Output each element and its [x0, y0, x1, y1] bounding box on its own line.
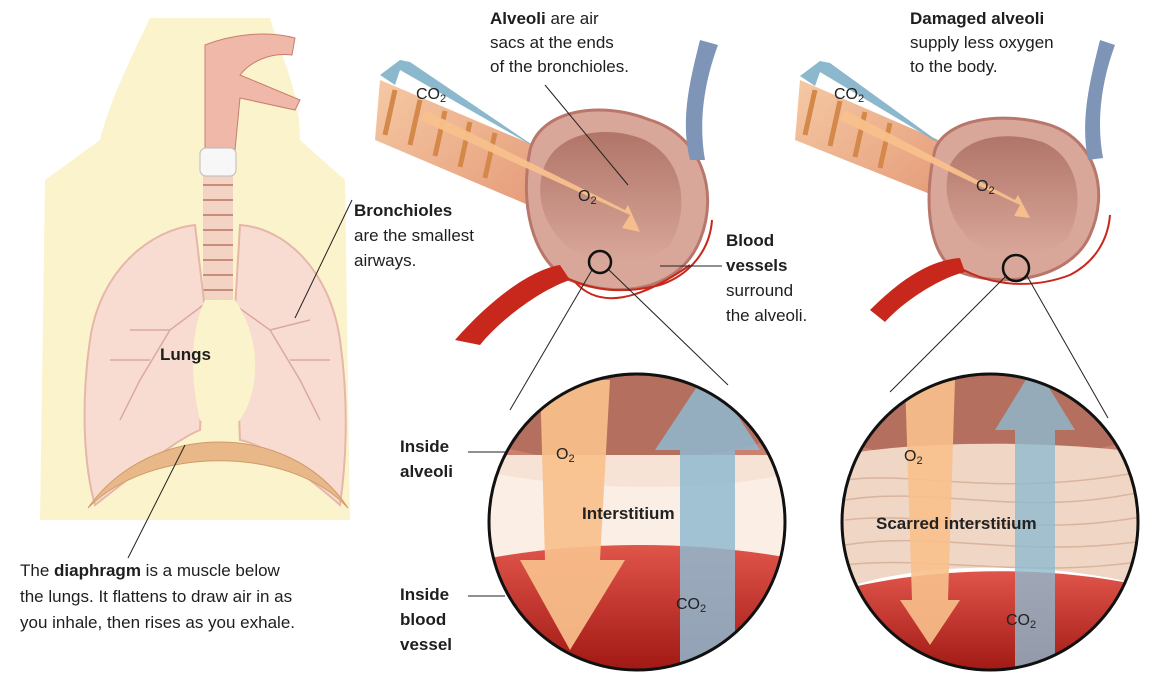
inside-blood-line2: blood — [400, 609, 452, 631]
damaged-caption-line2: supply less oxygen — [910, 32, 1054, 54]
damaged-zoom-co2-text: CO — [1006, 612, 1030, 629]
diaphragm-caption: The diaphragm is a muscle below the lung… — [20, 560, 295, 626]
damaged-caption-bold: Damaged alveoli — [910, 8, 1054, 30]
diaphragm-caption-bold: diaphragm — [54, 561, 141, 580]
diaphragm-caption-rest: is a muscle below — [141, 561, 280, 580]
damaged-zoom-o2-label: O2 — [904, 448, 923, 467]
damaged-co2-text: CO — [834, 86, 858, 103]
lungs-label: Lungs — [160, 344, 211, 366]
diaphragm-caption-line3: you inhale, then rises as you exhale. — [20, 612, 295, 634]
larynx — [200, 148, 236, 176]
blood-vessels-caption-line2: vessels — [726, 255, 807, 277]
lungs-anatomy — [40, 18, 352, 558]
damaged-zoom-co2-subscript: 2 — [1030, 619, 1036, 631]
healthy-o2-text: O — [578, 188, 590, 205]
blood-vessels-caption-line1: Blood — [726, 230, 807, 252]
healthy-co2-text: CO — [416, 86, 440, 103]
alveoli-caption-bold: Alveoli — [490, 9, 546, 28]
alveoli-caption: Alveoli are air sacs at the ends of the … — [490, 8, 629, 74]
damaged-caption-line3: to the body. — [910, 56, 1054, 78]
inside-alveoli-line2: alveoli — [400, 461, 453, 483]
inside-blood-line3: vessel — [400, 634, 452, 656]
healthy-zoom-line-right — [609, 270, 728, 385]
bronchioles-caption-line2: are the smallest — [354, 225, 474, 247]
damaged-caption: Damaged alveoli supply less oxygen to th… — [910, 8, 1054, 74]
damaged-blood-vessel-blue — [1085, 40, 1115, 160]
inside-blood-line1: Inside — [400, 584, 452, 606]
zoom-o2-label: O2 — [556, 446, 575, 465]
diaphragm-caption-line2: the lungs. It flattens to draw air in as — [20, 586, 295, 608]
inside-alveoli-label: Inside alveoli — [400, 436, 453, 480]
damaged-blood-vessel-red — [870, 258, 965, 322]
zoom-co2-text: CO — [676, 596, 700, 613]
healthy-co2-label: CO2 — [416, 86, 446, 105]
damaged-co2-subscript: 2 — [858, 93, 864, 105]
interstitium-label: Interstitium — [582, 504, 675, 524]
healthy-blood-vessel-red — [455, 265, 570, 345]
diaphragm-caption-line1: The diaphragm is a muscle below — [20, 560, 295, 582]
alveoli-caption-line1: Alveoli are air — [490, 8, 629, 30]
bronchioles-caption-line3: airways. — [354, 250, 474, 272]
zoom-co2-label: CO2 — [676, 596, 706, 615]
blood-vessels-caption-line3: surround — [726, 280, 807, 302]
alveoli-caption-rest: are air — [546, 9, 599, 28]
damaged-o2-label: O2 — [976, 178, 995, 197]
inside-blood-vessel-label: Inside blood vessel — [400, 584, 452, 650]
damaged-zoom-o2-text: O — [904, 448, 916, 465]
zoom-o2-subscript: 2 — [568, 453, 574, 465]
diaphragm-caption-prefix: The — [20, 561, 54, 580]
zoom-o2-text: O — [556, 446, 568, 463]
healthy-o2-subscript: 2 — [590, 195, 596, 207]
damaged-zoom-o2-subscript: 2 — [916, 455, 922, 467]
blood-vessels-caption-line4: the alveoli. — [726, 305, 807, 327]
damaged-zoom-co2-label: CO2 — [1006, 612, 1036, 631]
damaged-co2-label: CO2 — [834, 86, 864, 105]
damaged-o2-text: O — [976, 178, 988, 195]
blood-vessels-caption: Blood vessels surround the alveoli. — [726, 230, 807, 318]
inside-alveoli-line1: Inside — [400, 436, 453, 458]
bronchioles-caption-bold: Bronchioles — [354, 200, 474, 222]
healthy-blood-vessel-blue — [686, 40, 718, 160]
alveoli-caption-line2: sacs at the ends — [490, 32, 629, 54]
damaged-o2-subscript: 2 — [988, 185, 994, 197]
bronchioles-caption: Bronchioles are the smallest airways. — [354, 200, 474, 266]
scarred-interstitium-label: Scarred interstitium — [876, 514, 1037, 534]
healthy-o2-label: O2 — [578, 188, 597, 207]
alveoli-caption-line3: of the bronchioles. — [490, 56, 629, 78]
healthy-co2-subscript: 2 — [440, 93, 446, 105]
zoom-co2-subscript: 2 — [700, 603, 706, 615]
